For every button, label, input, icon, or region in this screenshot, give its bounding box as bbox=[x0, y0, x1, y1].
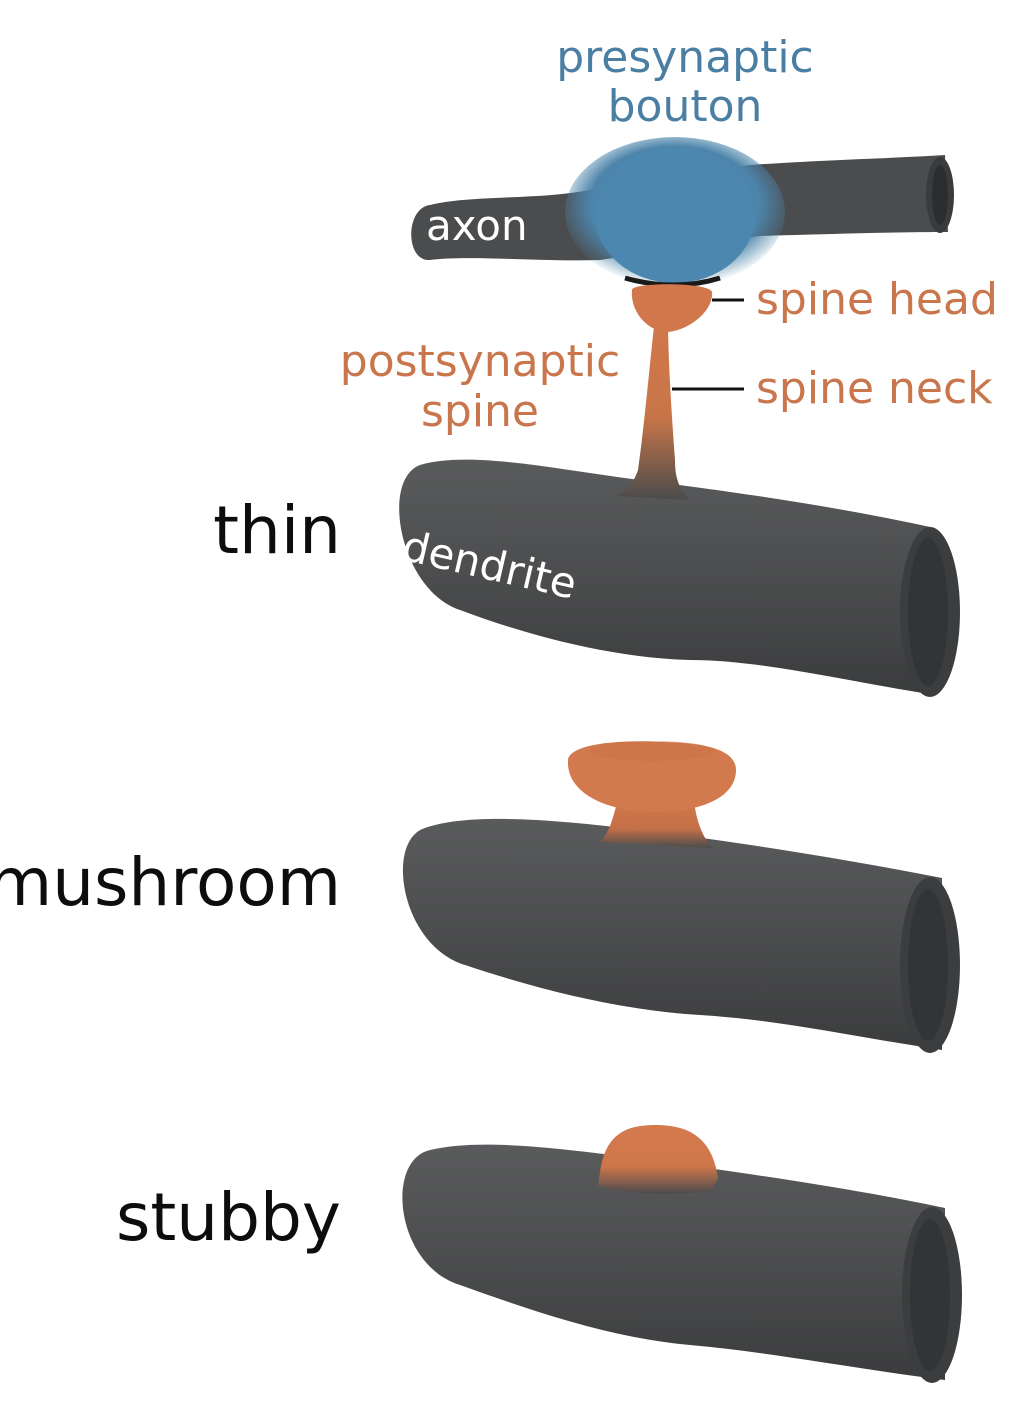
spine-type-mushroom: mushroom bbox=[0, 844, 341, 921]
spine-neck-label: spine neck bbox=[756, 363, 993, 414]
dendrite-thin bbox=[399, 459, 960, 697]
spine-head-shape bbox=[631, 284, 713, 332]
spine-type-stubby: stubby bbox=[116, 1179, 341, 1256]
axon-label: axon bbox=[426, 201, 528, 250]
dendrite-stubby bbox=[402, 1144, 962, 1383]
dendrite-mushroom bbox=[402, 818, 960, 1053]
postsynaptic-spine-label: postsynaptic spine bbox=[339, 336, 621, 437]
mushroom-head-shape bbox=[567, 741, 736, 812]
stubby-spine-shape bbox=[598, 1125, 718, 1195]
mushroom-stem-shape bbox=[600, 800, 712, 848]
spine-type-thin: thin bbox=[213, 492, 341, 569]
spine-head-label: spine head bbox=[756, 274, 998, 325]
spine-neck-shape bbox=[615, 318, 690, 500]
presynaptic-bouton-label: presynaptic bouton bbox=[556, 32, 814, 132]
